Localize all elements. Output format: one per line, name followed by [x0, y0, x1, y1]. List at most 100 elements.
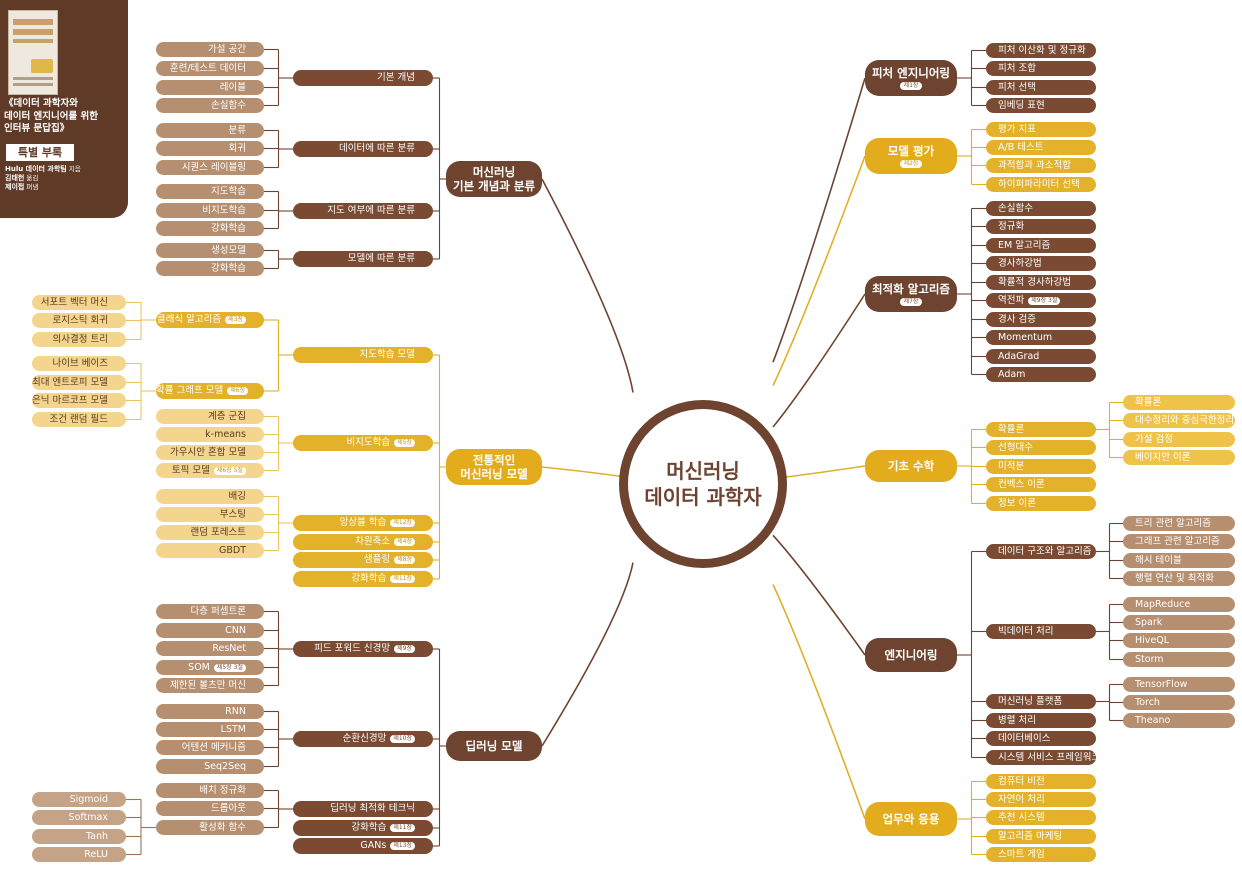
- math-sub-bayesian: 베이지안 이론: [1123, 450, 1235, 465]
- eng-bd-spark: Spark: [1123, 615, 1235, 630]
- app-item-marketing: 알고리즘 마케팅: [986, 829, 1096, 844]
- eng-bd-storm: Storm: [1123, 652, 1235, 667]
- opt-item-gd: 경사하강법: [986, 256, 1096, 271]
- basics-item-sequence-labeling: 시퀀스 레이블링: [156, 160, 264, 175]
- trad-item-hierarchical: 계층 군집: [156, 409, 264, 424]
- eval-item-ab-test: A/B 테스트: [986, 140, 1096, 155]
- connector-line: [772, 534, 866, 656]
- trad-item-kmeans: k-means: [156, 427, 264, 442]
- eval-item-metrics: 평가 지표: [986, 122, 1096, 137]
- deep-item-dropout: 드롭아웃: [156, 801, 264, 816]
- eval-item-hyperparams: 하이퍼파라미터 선택: [986, 177, 1096, 192]
- eng-ds-matrix: 행렬 연산 및 최적화: [1123, 571, 1235, 586]
- deep-item-activation: 활성화 함수: [156, 820, 264, 835]
- eng-bd-mapreduce: MapReduce: [1123, 597, 1235, 612]
- trad-item-bagging: 배깅: [156, 489, 264, 504]
- math-sub-probability: 확률론: [1123, 395, 1235, 410]
- opt-item-loss: 손실함수: [986, 201, 1096, 216]
- basics-item-unsupervised: 비지도학습: [156, 203, 264, 218]
- fe-item-selection: 피처 선택: [986, 80, 1096, 95]
- basics-item-loss-function: 손실함수: [156, 98, 264, 113]
- eng-item-database: 데이터베이스: [986, 731, 1096, 746]
- deep-item-lstm: LSTM: [156, 722, 264, 737]
- hub-deep-learning: 딥러닝 모델: [446, 731, 542, 761]
- deep-item-batchnorm: 배치 정규화: [156, 783, 264, 798]
- trad-item-gbdt: GBDT: [156, 543, 264, 558]
- connector-line: [772, 465, 866, 480]
- opt-item-adagrad: AdaGrad: [986, 349, 1096, 364]
- deep-group-optimization: 딥러닝 최적화 테크닉: [293, 801, 433, 817]
- basics-item-classification: 분류: [156, 123, 264, 138]
- eng-pf-torch: Torch: [1123, 695, 1235, 710]
- eng-item-system-framework: 시스템 서비스 프레임워크: [986, 750, 1096, 765]
- eng-pf-tensorflow: TensorFlow: [1123, 677, 1235, 692]
- connector-line: [772, 293, 866, 428]
- basics-group-by-supervision: 지도 여부에 따른 분류: [293, 203, 433, 219]
- deep-item-mlp: 다층 퍼셉트론: [156, 604, 264, 619]
- connector-line: [541, 178, 634, 393]
- trad-item-random-forest: 랜덤 포레스트: [156, 525, 264, 540]
- deep-item-cnn: CNN: [156, 623, 264, 638]
- eng-group-data-structures: 데이터 구조와 알고리즘: [986, 544, 1096, 559]
- basics-item-generative: 생성모델: [156, 243, 264, 258]
- basics-item-reinforcement-2: 강화학습: [156, 261, 264, 276]
- center-node: 머신러닝 데이터 과학자: [619, 400, 787, 568]
- connector-line: [772, 155, 866, 386]
- trad-group-supervised: 지도학습 모델: [293, 347, 433, 363]
- trad-item-logistic-regression: 로지스틱 회귀: [32, 313, 126, 328]
- deep-item-seq2seq: Seq2Seq: [156, 759, 264, 774]
- eng-group-bigdata: 빅데이터 처리: [986, 624, 1096, 639]
- app-item-vision: 컴퓨터 비전: [986, 774, 1096, 789]
- trad-item-max-entropy: 최대 엔트로피 모델: [32, 375, 126, 390]
- eng-ds-graph: 그래프 관련 알고리즘: [1123, 534, 1235, 549]
- eng-bd-hiveql: HiveQL: [1123, 633, 1235, 648]
- special-appendix-badge: 특별 부록: [6, 144, 74, 161]
- deep-item-rnn: RNN: [156, 704, 264, 719]
- deep-item-attention: 어텐션 메커니즘: [156, 740, 264, 755]
- fe-item-combination: 피처 조합: [986, 61, 1096, 76]
- basics-item-regression: 회귀: [156, 141, 264, 156]
- math-sub-hypothesis-test: 가설 검정: [1123, 432, 1235, 447]
- math-item-information-theory: 정보 이론: [986, 496, 1096, 511]
- connector-line: [772, 77, 866, 363]
- opt-item-sgd: 확률적 경사하강법: [986, 275, 1096, 290]
- deep-item-rbm: 제한된 볼츠만 머신: [156, 678, 264, 693]
- credit-publisher: 제이펍 펴냄: [5, 183, 39, 191]
- basics-group-by-model: 모델에 따른 분류: [293, 251, 433, 267]
- hub-engineering: 엔지니어링: [865, 638, 957, 672]
- trad-item-crf: 조건 랜덤 필드: [32, 412, 126, 427]
- trad-item-gmm: 가우시안 혼합 모델: [156, 445, 264, 460]
- opt-item-gradient-check: 경사 검증: [986, 312, 1096, 327]
- basics-item-label: 레이블: [156, 80, 264, 95]
- connector-line: [541, 562, 634, 747]
- basics-group-by-data: 데이터에 따른 분류: [293, 141, 433, 157]
- deep-item-sigmoid: Sigmoid: [32, 792, 126, 807]
- basics-item-supervised: 지도학습: [156, 184, 264, 199]
- book-cover-image: [8, 10, 58, 95]
- eng-pf-theano: Theano: [1123, 713, 1235, 728]
- basics-item-train-test-data: 훈련/테스트 데이터: [156, 61, 264, 76]
- book-title: 《데이터 과학자와 데이터 엔지니어를 위한 인터뷰 문답집》: [4, 98, 99, 134]
- app-item-nlp: 자연어 처리: [986, 792, 1096, 807]
- eng-item-parallel: 병렬 처리: [986, 713, 1096, 728]
- trad-item-svm: 서포트 벡터 머신: [32, 295, 126, 310]
- fe-item-discretization: 피처 이산화 및 정규화: [986, 43, 1096, 58]
- deep-item-relu: ReLU: [32, 847, 126, 862]
- eng-ds-tree: 트리 관련 알고리즘: [1123, 516, 1235, 531]
- trad-item-boosting: 부스팅: [156, 507, 264, 522]
- credit-author: Hulu 데이터 과학팀 지음: [5, 165, 81, 173]
- book-panel: 《데이터 과학자와 데이터 엔지니어를 위한 인터뷰 문답집》 특별 부록 Hu…: [0, 0, 128, 218]
- trad-item-hmm: 은닉 마르코프 모델: [32, 393, 126, 408]
